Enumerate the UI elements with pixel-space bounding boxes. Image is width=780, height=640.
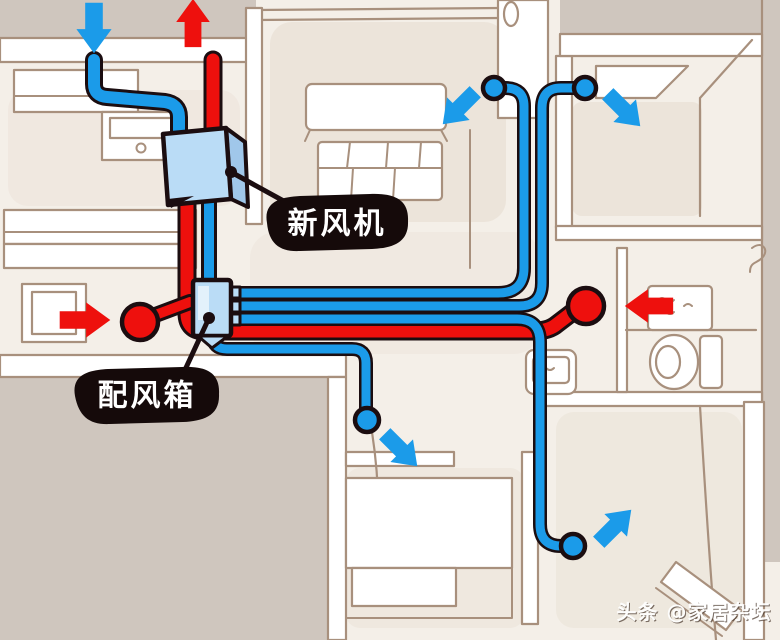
supply-duct-master-bedroom — [225, 83, 529, 298]
furniture-master-bed — [304, 82, 471, 269]
air-distribution-box — [190, 277, 242, 350]
supply-diffuser-bottom-room — [558, 531, 588, 561]
exhaust-main-duct — [180, 188, 585, 338]
exhaust-grille-kitchen — [119, 301, 161, 343]
callout-distribution-box: 配风箱 — [74, 312, 220, 425]
fresh-air-intake-duct — [88, 54, 185, 154]
air-terminals — [119, 74, 607, 561]
exterior-top-right — [560, 0, 762, 34]
supply-diffuser-middle-room — [352, 405, 382, 435]
supply-duct-bottom-room — [225, 314, 576, 551]
shower-hook — [749, 244, 767, 273]
distribution-box-label: 配风箱 — [98, 379, 197, 414]
fresh-air-unit — [160, 125, 250, 209]
supply-diffuser-master-bedroom — [480, 74, 508, 102]
supply-duct-right-bedroom — [225, 83, 588, 311]
furniture-bottom-right-cabinet — [655, 560, 743, 637]
toilet — [648, 333, 724, 391]
exhaust-grille-bathroom — [565, 285, 607, 327]
callout-fresh-air-unit: 新风机 — [225, 166, 409, 252]
furniture-kitchen — [2, 68, 198, 344]
exterior-right-strip — [762, 0, 780, 562]
fresh-air-unit-label: 新风机 — [288, 207, 387, 242]
furniture-bottom-bed — [344, 476, 514, 619]
supply-diffuser-right-bedroom — [571, 74, 599, 102]
exterior-top-left — [0, 0, 256, 38]
watermark-text: 头条 @家居杂坛 — [617, 600, 772, 624]
